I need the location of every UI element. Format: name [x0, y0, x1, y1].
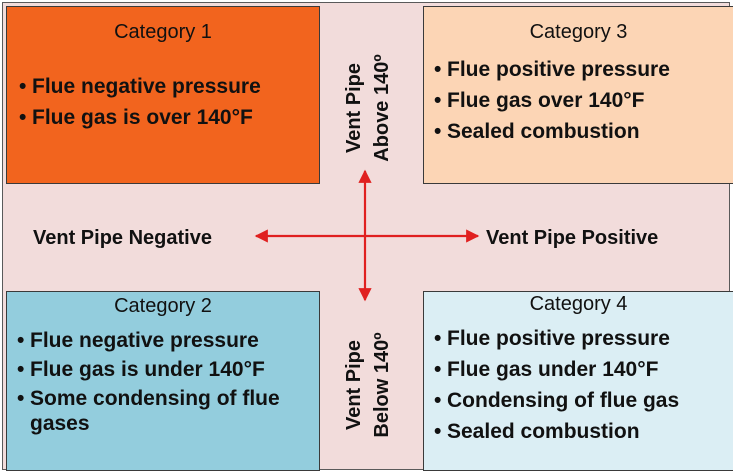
bullet-icon: • — [434, 327, 442, 350]
category-3-list: •Flue positive pressure •Flue gas over 1… — [434, 54, 670, 147]
category-3-box: Category 3 •Flue positive pressure •Flue… — [423, 6, 733, 184]
category-3-title: Category 3 — [529, 21, 628, 43]
vent-pipe-below-label: Vent Pipe Below 140º — [343, 332, 393, 438]
category-1-list: •Flue negative pressure •Flue gas is ove… — [19, 71, 261, 133]
vent-pipe-positive-label: Vent Pipe Positive — [486, 227, 659, 249]
bullet-icon: • — [19, 75, 27, 98]
list-item: •Flue negative pressure — [19, 71, 261, 102]
bullet-icon: • — [19, 106, 27, 129]
category-4-box: Category 4 •Flue positive pressure •Flue… — [423, 291, 733, 471]
category-2-list: •Flue negative pressure •Flue gas is und… — [17, 326, 300, 436]
category-4-title: Category 4 — [529, 293, 628, 315]
bullet-icon: • — [434, 420, 442, 443]
bullet-icon: • — [434, 389, 442, 412]
bullet-icon: • — [17, 387, 25, 410]
bullet-icon: • — [434, 89, 442, 112]
axis-arrows — [254, 169, 480, 302]
category-1-box: Category 1 •Flue negative pressure •Flue… — [6, 6, 320, 184]
vent-pipe-negative-label: Vent Pipe Negative — [33, 227, 212, 249]
category-4-list: •Flue positive pressure •Flue gas under … — [434, 323, 679, 447]
bullet-icon: • — [17, 358, 25, 381]
list-item: •Flue gas under 140°F — [434, 354, 679, 385]
list-item: •Sealed combustion — [434, 416, 679, 447]
bullet-icon: • — [434, 58, 442, 81]
list-item: •Flue gas is under 140°F — [17, 355, 300, 384]
list-item: •Flue gas is over 140°F — [19, 102, 261, 133]
vent-pipe-above-label: Vent Pipe Above 140º — [343, 54, 393, 162]
list-item: •Flue negative pressure — [17, 326, 300, 355]
list-item: •Some condensing of flue gases — [17, 387, 280, 435]
bullet-icon: • — [434, 120, 442, 143]
list-item: •Condensing of flue gas — [434, 385, 679, 416]
category-2-title: Category 2 — [114, 295, 212, 317]
list-item: •Sealed combustion — [434, 116, 670, 147]
list-item: •Flue gas over 140°F — [434, 85, 670, 116]
bullet-icon: • — [434, 358, 442, 381]
bullet-icon: • — [17, 329, 25, 352]
list-item: •Flue positive pressure — [434, 54, 670, 85]
category-1-title: Category 1 — [114, 21, 212, 43]
list-item: •Flue positive pressure — [434, 323, 679, 354]
category-2-box: Category 2 •Flue negative pressure •Flue… — [6, 291, 320, 471]
